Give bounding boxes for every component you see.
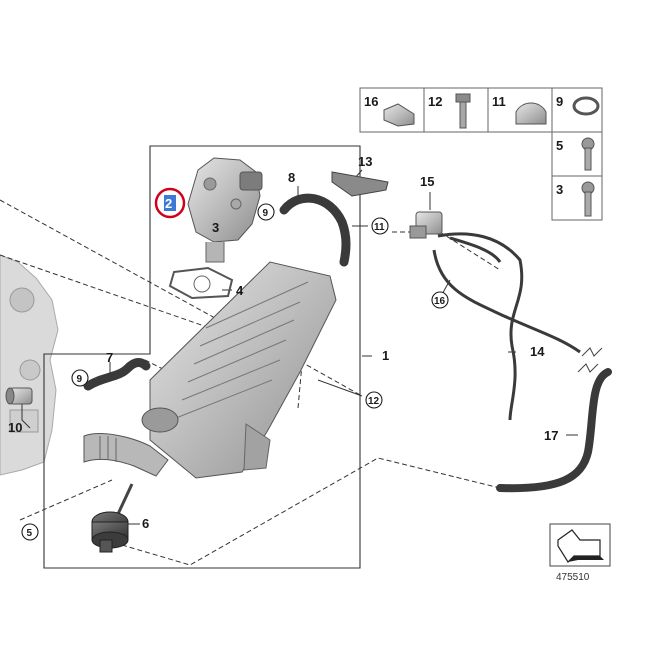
callout-labels: 1 3 4 6 7 8 10 13 14 15 17 <box>8 154 558 531</box>
circled-5: 5 <box>27 528 33 539</box>
break-mark-2 <box>577 363 599 373</box>
hose-8 <box>279 193 351 267</box>
engine-block-fragment <box>0 254 59 476</box>
diagram-number: 475510 <box>556 572 590 583</box>
hose-17 <box>496 368 612 493</box>
table-label-12: 12 <box>428 94 442 109</box>
parts-table <box>359 87 603 221</box>
callout-14: 14 <box>530 344 545 359</box>
circled-9-left: 9 <box>77 374 83 385</box>
clamp-15 <box>409 211 443 239</box>
flex-pipe <box>83 433 169 477</box>
table-label-11: 11 <box>492 94 506 109</box>
navigation-arrow-icon <box>549 523 611 567</box>
callout-2: 2 <box>165 196 172 211</box>
egr-cooler <box>141 261 337 479</box>
vacuum-actuator <box>91 483 134 553</box>
table-label-5: 5 <box>556 138 563 153</box>
callout-6: 6 <box>142 516 149 531</box>
callout-7: 7 <box>106 350 113 365</box>
callout-13: 13 <box>358 154 372 169</box>
bolt-icon <box>455 93 471 129</box>
hose-14b <box>432 249 581 354</box>
clamp-icon <box>383 103 415 127</box>
assembly-frame <box>43 145 361 569</box>
bolt-icon-5 <box>581 137 595 171</box>
callout-15: 15 <box>420 174 434 189</box>
callout-10: 10 <box>8 420 22 435</box>
pipe-10 <box>5 387 33 405</box>
callout-17: 17 <box>544 428 558 443</box>
callout-2-highlighted[interactable]: 2 <box>154 187 186 219</box>
hose-clip-icon <box>515 102 547 125</box>
table-label-9: 9 <box>556 94 563 109</box>
bolt-icon-3 <box>581 181 595 217</box>
break-mark <box>581 347 603 357</box>
egr-valve <box>187 157 263 263</box>
hose-clip-icon-9 <box>572 96 600 116</box>
circled-16: 16 <box>434 296 446 307</box>
parts-table-labels: 16 12 11 9 5 3 <box>364 94 563 197</box>
table-label-16: 16 <box>364 94 378 109</box>
circled-11: 11 <box>374 222 385 233</box>
callout-8: 8 <box>288 170 295 185</box>
circled-12: 12 <box>368 396 380 407</box>
callout-1: 1 <box>382 348 389 363</box>
circled-9-top: 9 <box>263 208 269 219</box>
callout-4: 4 <box>236 283 244 298</box>
hose-7 <box>83 358 151 391</box>
callout-3: 3 <box>212 220 219 235</box>
gasket <box>168 266 234 300</box>
bracket-13 <box>331 171 389 197</box>
circled-callouts: 9 11 9 12 16 5 <box>21 203 449 541</box>
table-label-3: 3 <box>556 182 563 197</box>
hose-14 <box>437 232 524 421</box>
hose-14c <box>449 236 502 263</box>
